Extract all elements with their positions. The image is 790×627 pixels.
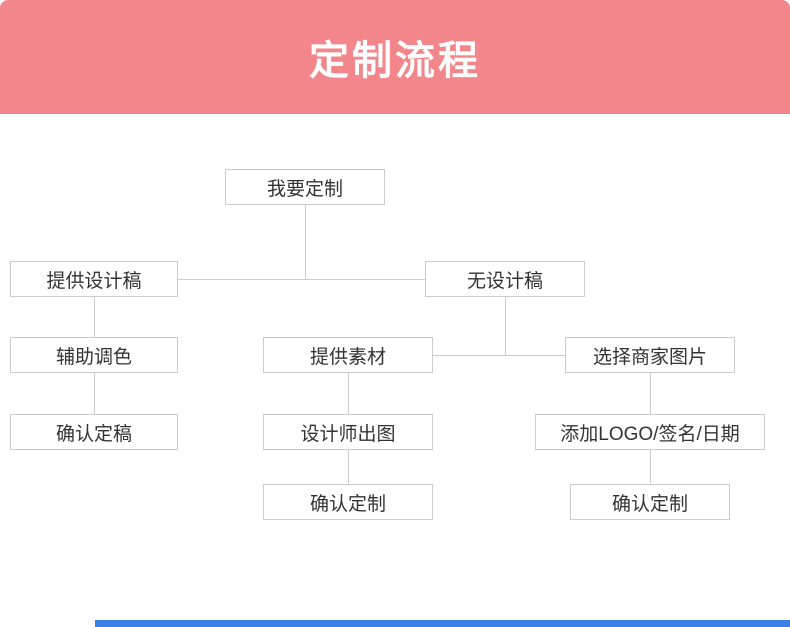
flow-node-provide-design-draft: 提供设计稿 <box>10 261 178 297</box>
footer-accent-bar <box>95 620 790 627</box>
flow-node-add-logo-signature-date: 添加LOGO/签名/日期 <box>535 414 765 450</box>
connector-branch-horizontal <box>178 279 425 280</box>
connector-coloring-to-confirm <box>94 373 95 414</box>
connector-nodesign-down <box>505 297 506 355</box>
flow-node-confirm-customization-right: 确认定制 <box>570 484 730 520</box>
flow-node-no-design-draft: 无设计稿 <box>425 261 585 297</box>
flow-node-provide-material: 提供素材 <box>263 337 433 373</box>
connector-logo-to-confirm <box>650 450 651 484</box>
page-title: 定制流程 <box>309 39 481 83</box>
flow-node-designer-output: 设计师出图 <box>263 414 433 450</box>
connector-material-to-designer <box>348 373 349 414</box>
connector-design-to-coloring <box>94 297 95 337</box>
flow-node-assist-coloring: 辅助调色 <box>10 337 178 373</box>
flow-node-choose-merchant-image: 选择商家图片 <box>565 337 735 373</box>
flow-node-start: 我要定制 <box>225 169 385 205</box>
connector-designer-to-confirm <box>348 450 349 484</box>
connector-start-down <box>305 205 306 279</box>
connector-nodesign-branch-horizontal <box>433 355 565 356</box>
connector-image-to-logo <box>650 373 651 414</box>
page-header: 定制流程 <box>0 0 790 114</box>
flow-node-confirm-customization-center: 确认定制 <box>263 484 433 520</box>
flow-node-confirm-final-draft: 确认定稿 <box>10 414 178 450</box>
